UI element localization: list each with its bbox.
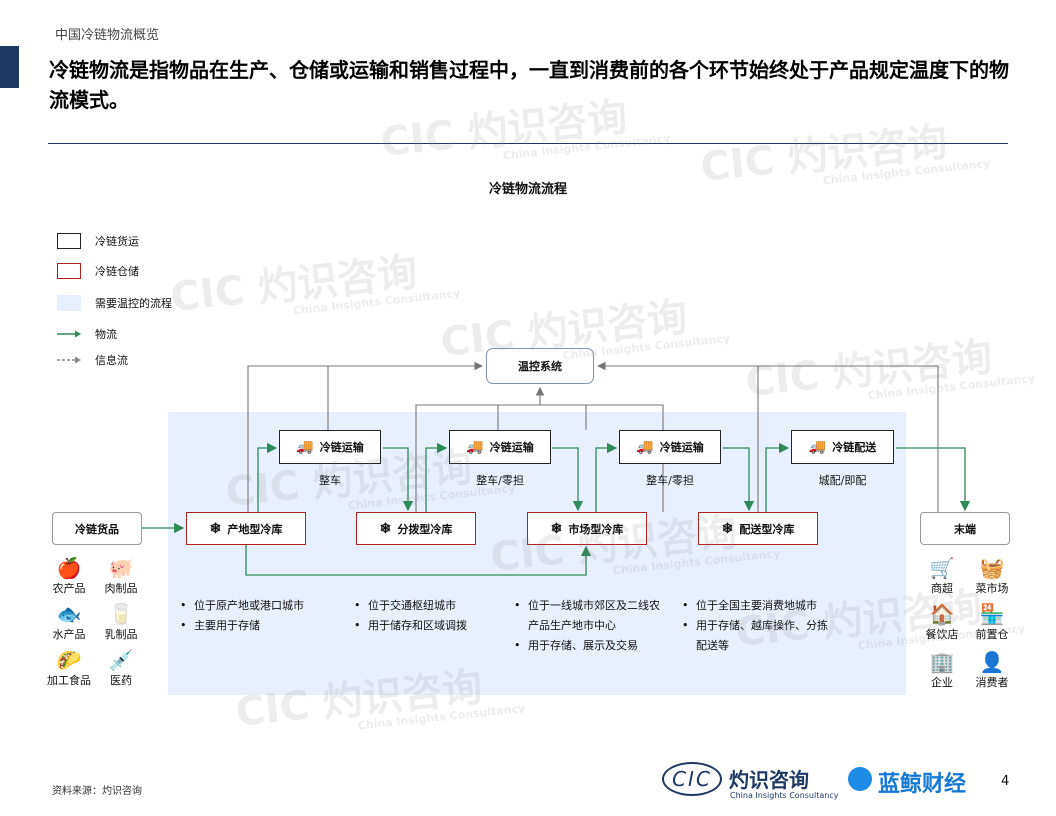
truck-icon: 🚚 [296, 439, 314, 455]
taco-icon: 🌮 [56, 648, 82, 672]
endpoint-front-warehouse: 🏪前置仓 [968, 602, 1016, 642]
whale-logo-icon [848, 767, 872, 791]
transport-mode-label: 整车 [319, 474, 341, 487]
legend-label: 需要温控的流程 [95, 297, 172, 310]
milk-carton-icon: 🥛 [108, 602, 134, 626]
legend-label: 信息流 [95, 354, 128, 367]
transport-node-2: 🚚冷链运输 [449, 430, 551, 464]
truck-icon: 🚚 [808, 439, 827, 455]
delivery-warehouse-notes: 位于全国主要消费地城市 用于存储、越库操作、分拣配送等 [682, 596, 832, 656]
legend-label: 物流 [95, 328, 117, 341]
legend-temp-zone: 需要温控的流程 [57, 294, 172, 312]
endpoint-supermarket: 🛒商超 [918, 556, 966, 596]
legend-logistics: 物流 [57, 325, 117, 343]
market-warehouse-notes: 位于一线城市郊区及二线农产品生产地市中心 用于存储、展示及交易 [514, 596, 662, 656]
section-tag: 中国冷链物流概览 [55, 28, 160, 43]
product-agricultural: 🍎农产品 [45, 556, 93, 596]
legend-storage: 冷链仓储 [57, 262, 139, 280]
shopping-cart-icon: 🛒 [929, 556, 955, 580]
warehouse-snowflake-icon: ❄ [550, 520, 563, 537]
cic-logo: CIC [662, 762, 722, 796]
endpoint-restaurant: 🏠餐饮店 [918, 602, 966, 642]
transport-node-1: 🚚冷链运输 [279, 430, 381, 464]
partner-brand-name: 蓝鲸财经 [878, 772, 967, 797]
product-medicine: 💉医药 [97, 648, 145, 688]
origin-warehouse-node: ❄产地型冷库 [186, 512, 306, 545]
market-warehouse-node: ❄市场型冷库 [527, 512, 647, 545]
basket-icon: 🧺 [979, 556, 1005, 580]
legend-label: 冷链货运 [95, 235, 139, 248]
origin-warehouse-notes: 位于原产地或港口城市 主要用于存储 [180, 596, 340, 636]
truck-icon: 🚚 [466, 439, 484, 455]
page-headline: 冷链物流是指物品在生产、仓储或运输和销售过程中，一直到消费前的各个环节始终处于产… [49, 58, 1009, 112]
storage-swatch [57, 263, 81, 279]
page-number: 4 [1001, 774, 1010, 789]
endpoint-enterprise: 🏢企业 [918, 650, 966, 690]
warehouse-snowflake-icon: ❄ [209, 520, 222, 537]
apple-icon: 🍎 [56, 556, 82, 580]
building-icon: 🏢 [929, 650, 955, 674]
accent-bar [0, 46, 19, 88]
delivery-node: 🚚冷链配送 [791, 430, 894, 464]
transport-node-3: 🚚冷链运输 [619, 430, 721, 464]
endpoint-consumer: 👤消费者 [968, 650, 1016, 690]
zone-swatch [57, 295, 81, 311]
source-note: 资料来源：灼识咨询 [52, 786, 142, 797]
diagram-title: 冷链物流流程 [488, 182, 567, 197]
pig-icon: 🐖 [108, 556, 134, 580]
cic-brand-name: 灼识咨询 [729, 768, 809, 792]
info-arrow-icon [57, 356, 81, 364]
product-dairy: 🥛乳制品 [97, 602, 145, 642]
distribution-warehouse-node: ❄分拨型冷库 [356, 512, 476, 545]
product-processed-food: 🌮加工食品 [47, 648, 91, 687]
endpoint-wet-market: 🧺菜市场 [968, 556, 1016, 596]
cic-brand-english: China Insights Consultancy [730, 791, 839, 800]
warehouse-snowflake-icon: ❄ [721, 520, 734, 537]
fish-icon: 🐟 [56, 602, 82, 626]
cold-chain-goods-node: 冷链货品 [52, 512, 142, 545]
header-divider [48, 143, 1008, 144]
distribution-warehouse-notes: 位于交通枢纽城市 用于储存和区域调拨 [354, 596, 510, 636]
freight-swatch [57, 233, 81, 249]
warehouse-snowflake-icon: ❄ [379, 520, 392, 537]
terminal-node: 末端 [920, 512, 1010, 545]
transport-mode-label: 整车/零担 [476, 474, 524, 487]
transport-mode-label: 城配/即配 [818, 474, 867, 487]
flow-arrow-icon [57, 330, 81, 338]
legend-info: 信息流 [57, 351, 128, 369]
transport-mode-label: 整车/零担 [646, 474, 694, 487]
person-icon: 👤 [979, 650, 1005, 674]
syringe-icon: 💉 [108, 648, 134, 672]
temperature-control-system-node: 温控系统 [486, 348, 594, 384]
warehouse-icon: 🏪 [979, 602, 1005, 626]
legend-freight: 冷链货运 [57, 232, 139, 250]
store-icon: 🏠 [929, 602, 955, 626]
legend-label: 冷链仓储 [95, 265, 139, 278]
product-aquatic: 🐟水产品 [45, 602, 93, 642]
delivery-warehouse-node: ❄配送型冷库 [698, 512, 818, 545]
product-meat: 🐖肉制品 [97, 556, 145, 596]
truck-icon: 🚚 [636, 439, 654, 455]
